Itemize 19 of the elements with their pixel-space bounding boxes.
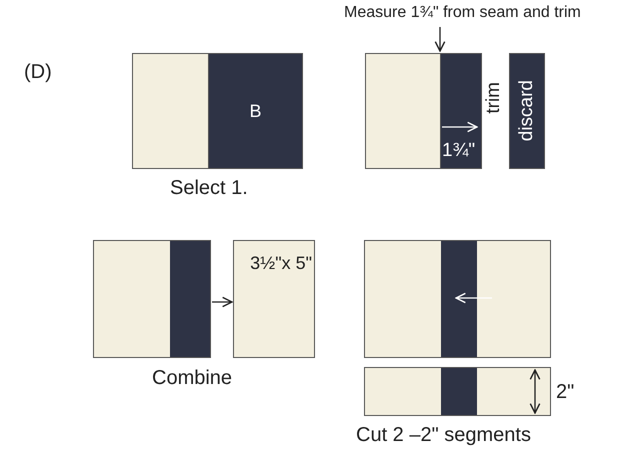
dimension-label: 2" [556, 382, 574, 402]
dimension-label: 1¾" [442, 141, 476, 160]
cut-label: trim [484, 82, 503, 114]
step-label: (D) [24, 62, 52, 82]
caption: Combine [152, 368, 232, 388]
piece-label: discard [516, 80, 538, 142]
fabric-strip [509, 53, 545, 169]
piece-label: B [249, 100, 262, 122]
fabric-piece [132, 53, 209, 169]
fabric-piece [365, 53, 441, 169]
caption: Cut 2 –2" segments [356, 425, 531, 445]
fabric-strip [440, 53, 482, 169]
fabric-strip [208, 53, 303, 169]
arrow [212, 296, 233, 308]
fabric-piece [233, 240, 315, 358]
piece-label: 3½"x 5" [250, 253, 312, 274]
sewn-unit [93, 240, 211, 358]
instruction-text: Measure 1¾" from seam and trim [344, 5, 581, 21]
caption: Select 1. [170, 178, 248, 198]
